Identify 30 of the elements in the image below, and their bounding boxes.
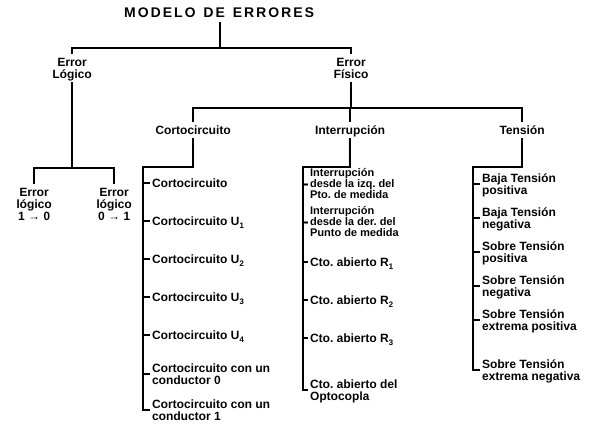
- error-type-label: Baja Tensión negativa: [482, 206, 557, 230]
- root-label: MODELO DE ERRORES: [123, 4, 317, 20]
- category-label: Cortocircuito: [154, 124, 232, 136]
- error-type-label: Cortocircuito con un conductor 0: [152, 362, 271, 386]
- connector-line: [219, 22, 352, 54]
- error-type-label: Cortocircuito: [152, 177, 228, 189]
- error-type-label: Interrupción desde la der. del Punto de medida: [310, 206, 400, 239]
- error-type-label: Sobre Tensión extrema positiva: [482, 308, 578, 332]
- connector-line: [472, 138, 523, 371]
- error-type-label: Sobre Tensión extrema negativa: [482, 358, 582, 382]
- error-type-label: Cto. abierto R$_{2}$: [310, 294, 394, 306]
- error-type-label: Cto. abierto R$_{1}$: [310, 256, 394, 268]
- error-type-label: Cto. abierto R$_{3}$: [310, 332, 394, 344]
- error-type-label: Cortocircuito U$_{3}$: [152, 291, 245, 303]
- error-type-label: Cortocircuito U$_{2}$: [152, 253, 245, 265]
- error-type-label: Cortocircuito U$_{4}$: [152, 329, 245, 341]
- connector-line: [302, 138, 351, 391]
- error-type-label: Sobre Tensión negativa: [482, 274, 566, 298]
- category-label: Interrupción: [314, 124, 386, 136]
- error-type-label: Cto. abierto del Optocopla: [310, 378, 398, 402]
- error-type-label: Cortocircuito U$_{1}$: [152, 215, 245, 227]
- error-type-label: Sobre Tensión positiva: [482, 240, 566, 264]
- error-type-label: Cortocircuito con un conductor 1: [152, 398, 271, 422]
- error-type-label: Error lógico 0 → 1: [95, 186, 133, 222]
- category-label: Error Lógico: [51, 56, 93, 80]
- error-type-label: Error lógico 1 → 0: [15, 186, 53, 222]
- error-type-label: Interrupción desde la izq. del Pto. de medida: [310, 168, 396, 201]
- category-label: Error Físico: [332, 56, 370, 80]
- error-type-label: Baja Tensión positiva: [482, 172, 557, 196]
- category-label: Tensión: [498, 124, 546, 136]
